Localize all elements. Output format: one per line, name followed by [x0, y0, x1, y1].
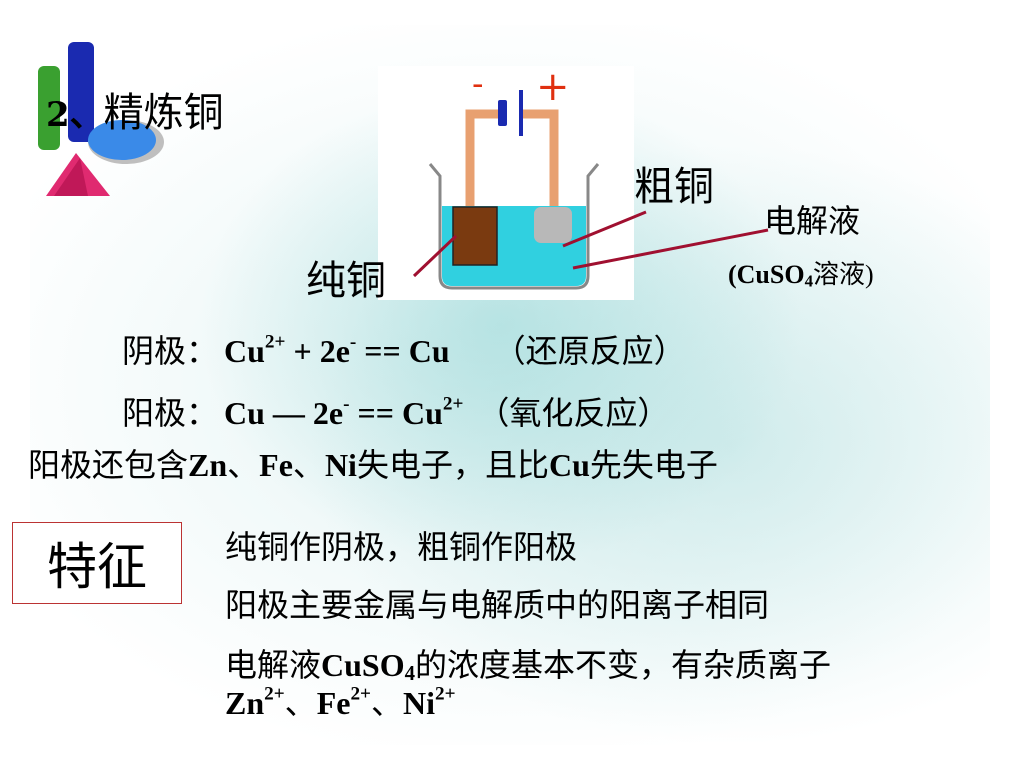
- pure-copper-electrode: [452, 206, 498, 266]
- feature-line-3: 电解液CuSO4的浓度基本不变，有杂质离子: [225, 646, 832, 686]
- feature-line-1: 纯铜作阴极，粗铜作阳极: [225, 528, 578, 566]
- cathode-reaction-type: （还原反应）: [493, 332, 686, 370]
- feature-line-2: 阳极主要金属与电解质中的阳离子相同: [225, 586, 770, 624]
- rough-copper-electrode: [534, 207, 572, 243]
- feature-label-box: 特征: [12, 522, 182, 604]
- anode-label: 阳极：: [122, 394, 219, 432]
- anode-impurity-note: 阳极还包含Zn、Fe、Ni失电子，且比Cu先失电子: [28, 446, 718, 484]
- label-pure-copper: 纯铜: [306, 258, 386, 304]
- title-number: 2、: [46, 95, 104, 135]
- battery-negative-plate: [498, 100, 507, 126]
- feature-line-4: Zn2+、Fe2+、Ni2+: [225, 683, 456, 722]
- terminal-negative: -: [472, 64, 484, 104]
- feature-label: 特征: [47, 538, 147, 596]
- wire-right: [522, 109, 559, 216]
- title-text: 精炼铜: [103, 90, 224, 136]
- terminal-positive: +: [536, 64, 570, 110]
- label-rough-copper: 粗铜: [634, 164, 714, 210]
- anode-reaction-type: （氧化反应）: [477, 394, 670, 432]
- slide-title: 2、精炼铜: [46, 80, 224, 138]
- electrolysis-diagram: [378, 66, 634, 300]
- beaker: [428, 163, 600, 290]
- label-electrolyte: 电解液: [764, 202, 861, 240]
- wire-left: [465, 109, 500, 228]
- cathode-equation: 阴极：Cu2+ + 2e- == Cu（还原反应）: [122, 331, 686, 370]
- anode-equation: 阳极：Cu — 2e- == Cu2+（氧化反应）: [122, 393, 670, 432]
- cathode-label: 阴极：: [122, 332, 219, 370]
- decorative-shapes-logo: [38, 42, 164, 196]
- label-cuso4-solution: (CuSO4溶液): [728, 260, 874, 291]
- battery-positive-plate: [519, 90, 523, 136]
